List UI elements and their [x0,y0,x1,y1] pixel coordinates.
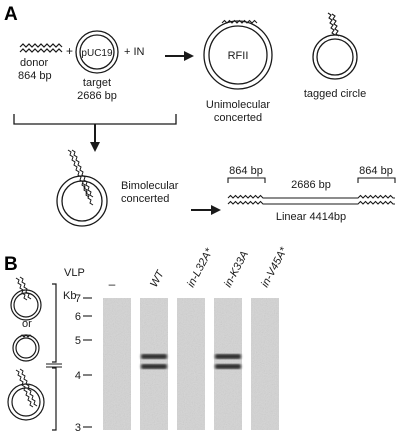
linear-dna-top [227,194,395,199]
linear-left-bp-label: 864 bp [229,165,263,177]
kb-tick-6: 6 [75,311,81,323]
lane-label-3: in-K33A [222,249,251,289]
lane-label-2: in-L32A* [185,246,216,290]
reaction-arrowhead-linear [211,205,221,215]
reactants-bracket [13,114,177,125]
rfii-circle-inner [208,25,268,85]
legend-circle-2-outer [12,334,40,362]
bimolecular-circle-outer [56,175,108,227]
legend-circle-2-inner [15,337,37,359]
unimolecular-label-2: concerted [214,112,262,124]
rfii-circle-outer [203,20,273,90]
panel-a-label: A [4,4,18,25]
kb-tick-4: 4 [75,370,81,382]
gel-band-lane-3-upper [215,354,241,359]
legend-bracket-lower [52,367,57,431]
legend-circle-3-inner [11,387,41,417]
gel-band-lane-3-lower [215,364,241,369]
gel-lane-texture-4 [251,298,279,430]
panel-b-label: B [4,254,18,275]
gel-band-lane-1-lower [141,364,167,369]
lane-label-0: – [109,277,116,291]
donor-dna-zigzag-2 [19,48,63,53]
target-plasmid-inner [79,34,115,70]
bimolecular-label-1: Bimolecular [121,180,179,192]
legend-circle-3-outer [7,383,45,421]
legend-circle-1-outer [10,289,42,321]
bimolecular-donor-2 [71,149,94,198]
legend-bracket-upper [52,283,57,363]
tagged-circle-tail [327,12,336,36]
linear-dna-bottom [227,200,395,205]
lane-label-4: in-V45A* [259,245,290,290]
kb-tick-5: 5 [75,335,81,347]
gel-lane-texture-2 [177,298,205,430]
rfii-insert-zigzag [221,19,258,24]
legend-circle-2-mark [19,334,33,338]
donor-label: donor [20,57,48,69]
linear-middle-bp-label: 2686 bp [291,179,331,191]
gel-lanes [103,298,279,430]
plus-integrase-label: + IN [124,46,145,58]
legend-circle-1-tail [15,277,28,301]
target-plasmid-outer [75,30,119,74]
legend-circle-1-inner [13,292,39,318]
plus-sign-1: + [66,44,73,58]
legend-circle-3-tail [15,369,34,408]
vlp-label: VLP [64,267,85,279]
lane-label-1: WT [148,268,167,290]
donor-dna-zigzag [19,43,63,48]
bimolecular-donor-3 [81,182,94,206]
tagged-circle-label: tagged circle [304,88,366,100]
linear-product-label: Linear 4414bp [276,211,346,223]
tagged-circle-tail-2 [331,13,340,37]
unimolecular-label-1: Unimolecular [206,99,271,111]
reaction-arrowhead-right [184,51,194,61]
linear-left-bracket [227,177,266,183]
bimolecular-donor-1 [67,149,90,198]
kb-tick-3: 3 [75,422,81,434]
legend-circle-1-tail-2 [19,276,32,300]
bimolecular-label-2: concerted [121,193,169,205]
plasmid-label: pUC19 [81,48,113,59]
gel-band-lane-1-upper [141,354,167,359]
rfii-label: RFII [228,50,249,62]
bimolecular-circle-inner [61,180,103,222]
target-label: target [83,77,111,89]
tagged-circle-outer [312,34,358,80]
legend-circle-3-tail-2 [19,368,38,407]
linear-right-bracket [357,177,396,183]
tagged-circle-inner [316,38,354,76]
kb-label: Kb [63,290,76,302]
gel-lane-texture-0 [103,298,131,430]
linear-right-bp-label: 864 bp [359,165,393,177]
donor-size-label: 864 bp [18,70,52,82]
kb-tick-7: 7 [75,293,81,305]
reaction-arrowhead-down [90,142,100,152]
or-label: or [22,318,32,330]
target-size-label: 2686 bp [77,90,117,102]
